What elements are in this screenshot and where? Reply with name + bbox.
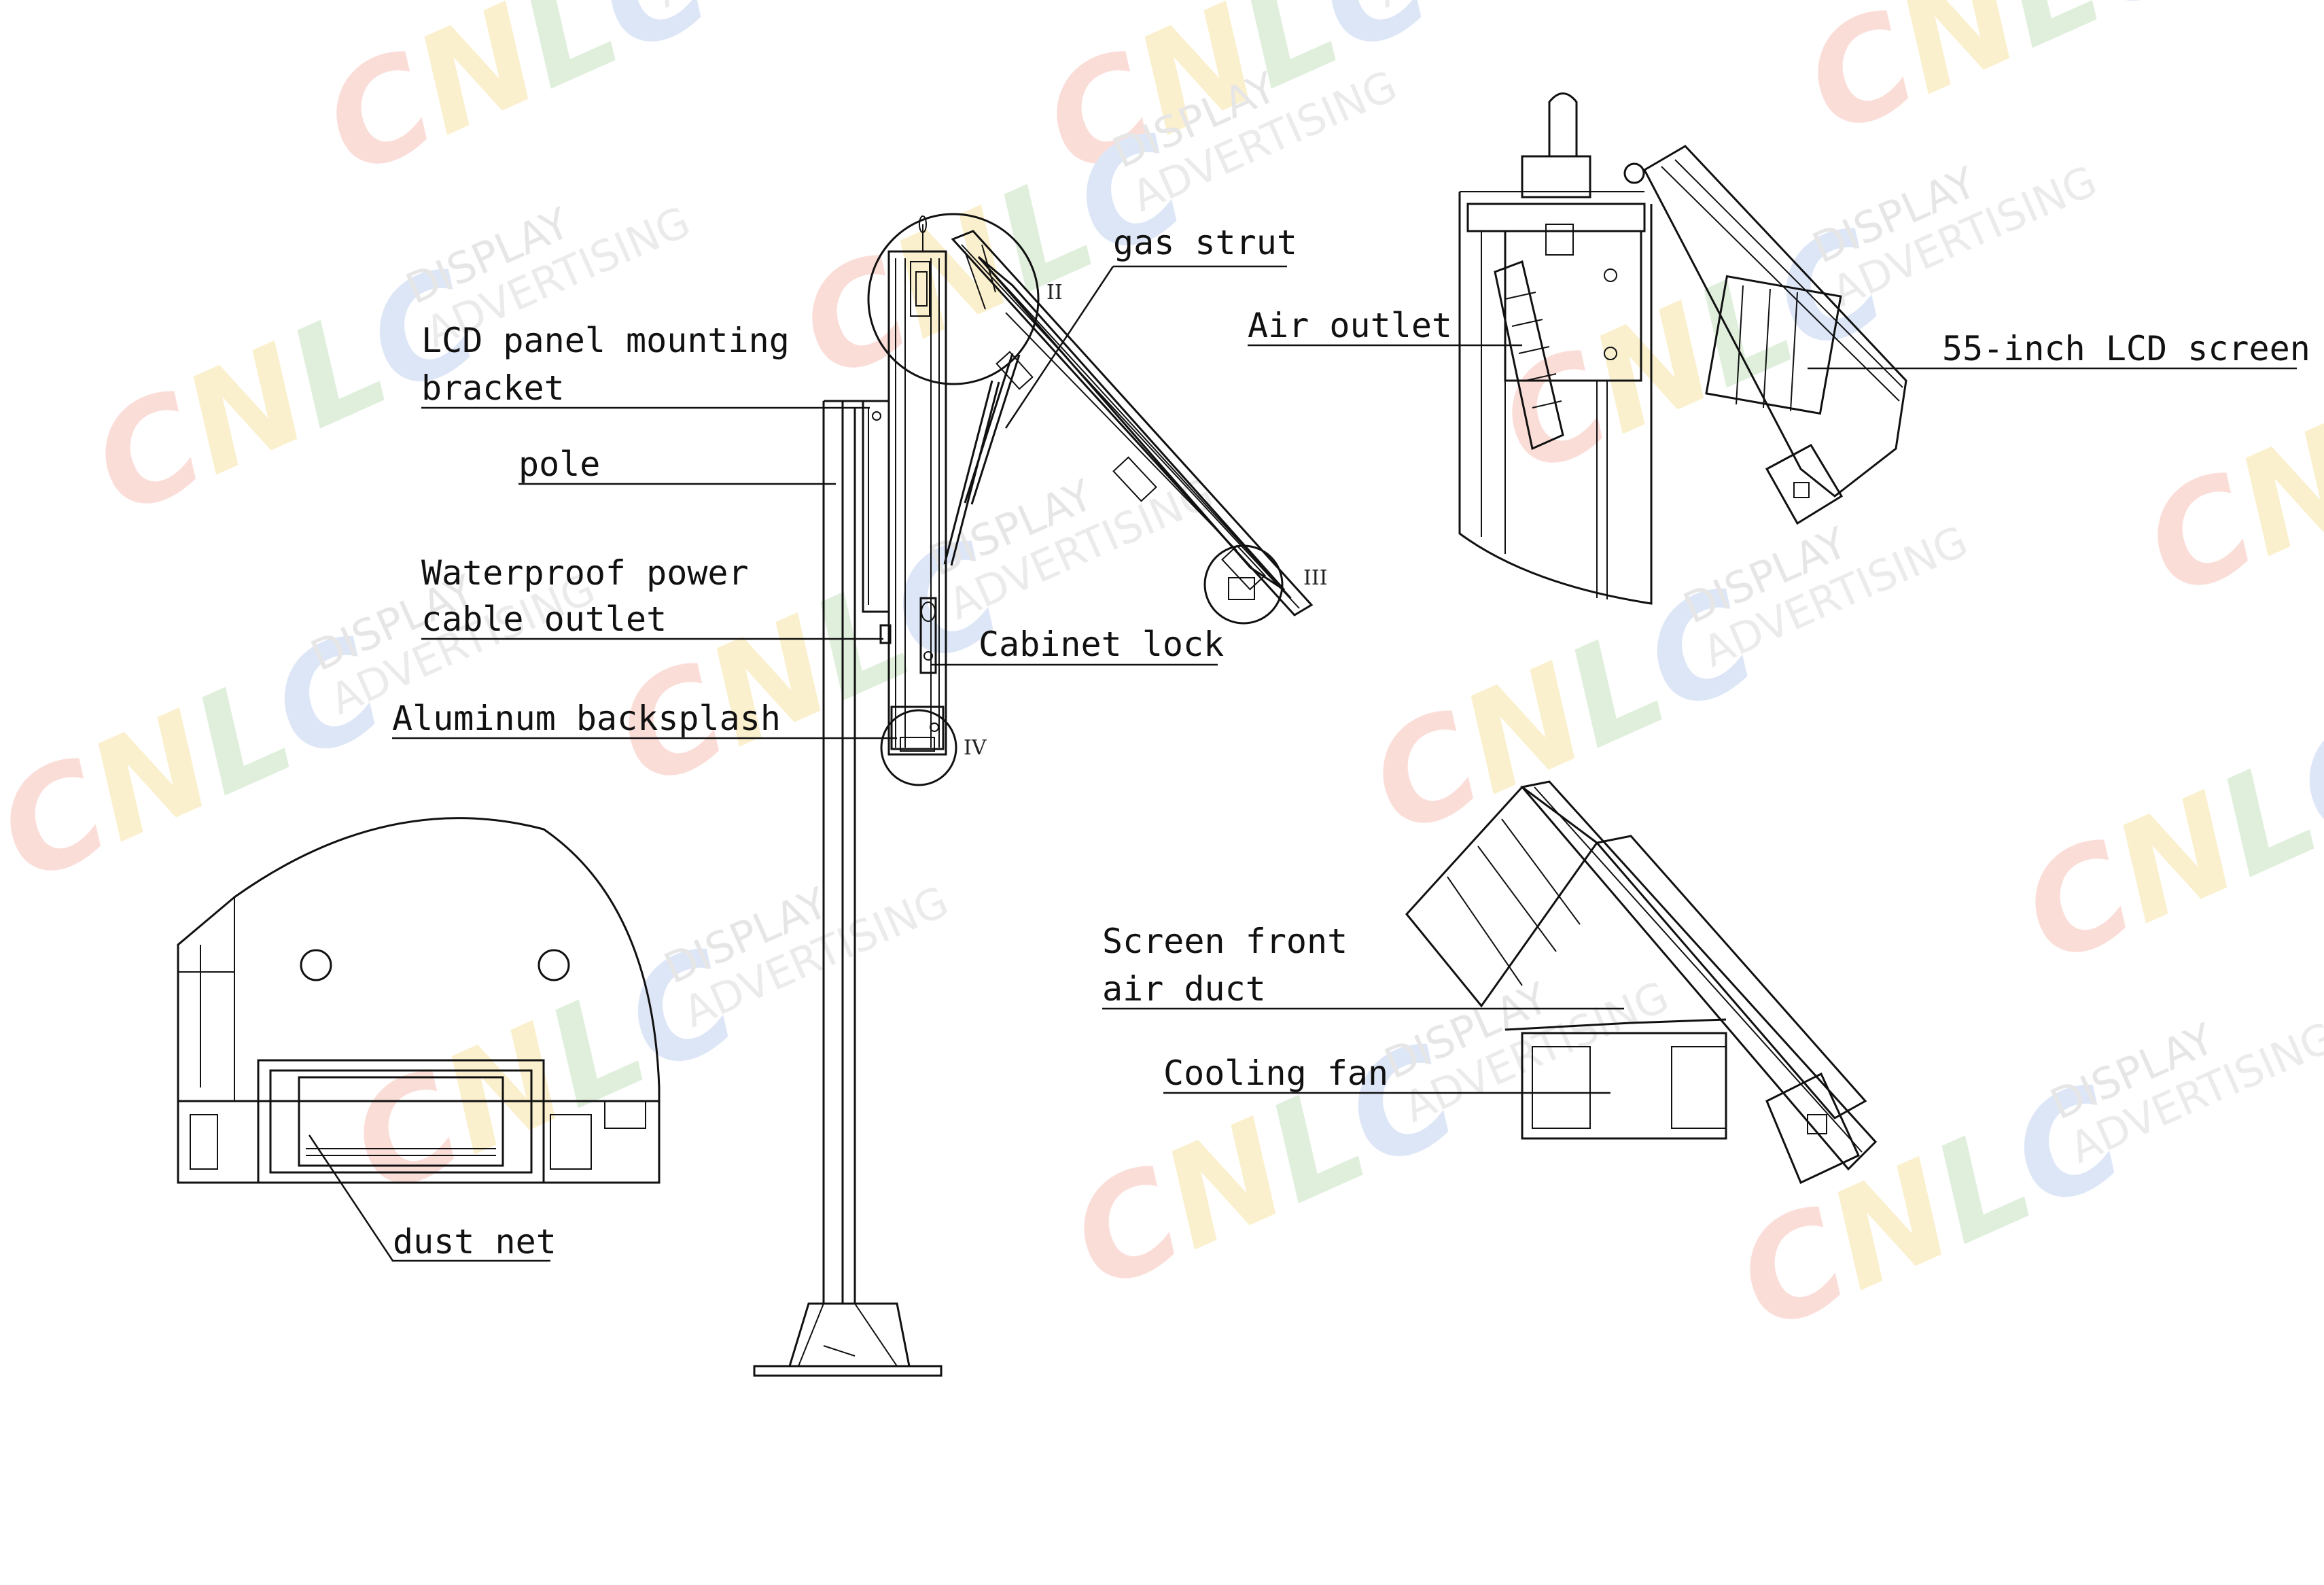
label-55-inch-lcd-screen: 55-inch LCD screen bbox=[1942, 329, 2310, 368]
detail-bottom-left: dust net bbox=[177, 817, 661, 1262]
watermark-layer: CNLCDISPLAYADVERTISINGCNLCDISPLAYADVERTI… bbox=[0, 0, 2324, 1362]
marker-iv: IV bbox=[964, 736, 987, 760]
watermark-logo: CNLC bbox=[2001, 688, 2324, 995]
watermark-logo: CNLC bbox=[778, 103, 1208, 411]
marker-iii: III bbox=[1303, 566, 1328, 590]
label-cooling-fan: Cooling fan bbox=[1163, 1053, 1388, 1093]
watermark-logo: CNLC bbox=[71, 239, 501, 546]
detail-circle-iv bbox=[880, 709, 957, 786]
label-aluminum-backsplash: Aluminum backsplash bbox=[392, 699, 781, 738]
cabinet-drawing bbox=[879, 215, 947, 756]
detail-bottom-right: Screen front air duct Cooling fan bbox=[1102, 780, 1878, 1185]
gas-strut-drawing bbox=[943, 353, 1021, 566]
detail-circle-iii bbox=[1203, 544, 1284, 625]
watermark-logo: CNLC bbox=[302, 0, 732, 207]
lcd-panel-drawing bbox=[951, 230, 1314, 616]
label-screen-front-line2: air duct bbox=[1102, 969, 1266, 1009]
leader-dust-net bbox=[308, 1134, 550, 1262]
label-waterproof-line1: Waterproof power bbox=[421, 553, 749, 593]
label-pole: pole bbox=[518, 445, 600, 484]
marker-ii: II bbox=[1046, 281, 1063, 304]
label-lcd-bracket-line1: LCD panel mounting bbox=[421, 321, 790, 360]
watermark-logo: CNLC bbox=[1784, 0, 2213, 166]
label-lcd-bracket-line2: bracket bbox=[421, 368, 565, 408]
detail-circle-ii bbox=[867, 213, 1040, 385]
label-cabinet-lock: Cabinet lock bbox=[979, 625, 1224, 664]
label-dust-net: dust net bbox=[393, 1222, 557, 1261]
main-view: II III IV gas strut LCD panel mounting b… bbox=[392, 213, 1328, 1377]
label-screen-front-line1: Screen front bbox=[1102, 922, 1348, 961]
detail-top-right: Air outlet 55-inch LCD screen bbox=[1248, 92, 2310, 605]
watermark-logo: CNLC bbox=[1023, 0, 1452, 207]
pole-drawing bbox=[753, 400, 943, 1377]
label-gas-strut: gas strut bbox=[1113, 223, 1297, 262]
label-air-outlet: Air outlet bbox=[1248, 306, 1452, 345]
label-waterproof-line2: cable outlet bbox=[421, 599, 667, 639]
